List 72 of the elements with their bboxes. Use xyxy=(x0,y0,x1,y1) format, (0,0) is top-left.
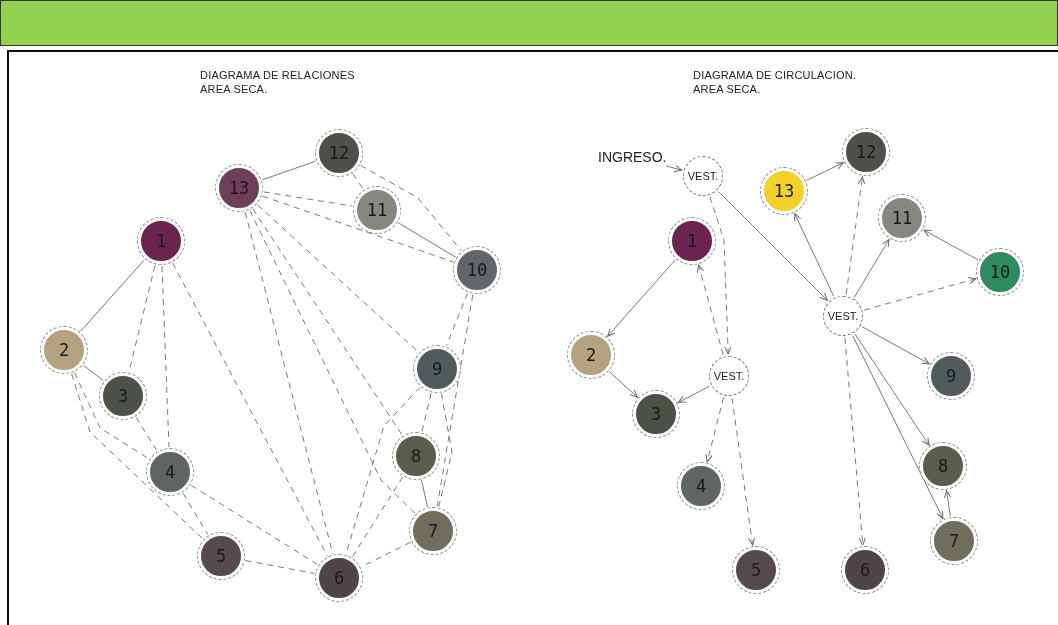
connector-line xyxy=(262,195,454,263)
arrow xyxy=(665,164,683,172)
connector-line xyxy=(257,204,419,353)
arrow xyxy=(923,229,979,261)
vestibule-circle: VEST. xyxy=(709,356,749,396)
room-circle: 4 xyxy=(678,463,724,509)
connector-line xyxy=(190,484,319,566)
vestibule-circle: VEST. xyxy=(683,156,723,196)
arrow xyxy=(853,238,890,298)
room-circle: 10 xyxy=(977,249,1023,295)
room-circle: 1 xyxy=(138,218,184,264)
arrow xyxy=(863,277,977,311)
vestibule-circle: VEST. xyxy=(823,296,863,336)
connector-line xyxy=(249,210,416,514)
connector-line xyxy=(262,160,316,181)
arrow xyxy=(944,490,952,517)
room-circle: 7 xyxy=(931,518,977,564)
arrow xyxy=(845,176,866,295)
room-circle: 1 xyxy=(669,218,715,264)
arrow xyxy=(794,213,835,297)
connector-line xyxy=(172,262,328,557)
connector-line xyxy=(438,393,453,508)
room-circle: 8 xyxy=(393,433,439,479)
diagram-heading: DIAGRAMA DE CIRCULACION. AREA SECA. xyxy=(693,68,858,96)
connector-line xyxy=(71,373,204,540)
connector-line xyxy=(245,560,315,574)
room-circle: 4 xyxy=(147,449,193,495)
room-circle: 10 xyxy=(454,247,500,293)
room-circle: 5 xyxy=(198,533,244,579)
connector-line xyxy=(445,292,469,347)
arrow xyxy=(852,335,944,520)
arrow xyxy=(677,385,710,403)
room-circle: 11 xyxy=(354,187,400,233)
room-circle: 2 xyxy=(568,332,614,378)
arrow xyxy=(718,191,828,301)
arrow xyxy=(607,259,676,337)
room-circle: 13 xyxy=(761,168,807,214)
room-circle: 7 xyxy=(410,508,456,554)
arrow xyxy=(609,371,638,398)
connector-line xyxy=(182,492,209,536)
connector-line xyxy=(351,476,404,558)
arrow xyxy=(861,326,930,365)
connector-line xyxy=(436,294,474,507)
connector-line xyxy=(421,479,428,508)
room-circle: 13 xyxy=(216,165,262,211)
connector-line xyxy=(80,259,145,332)
room-circle: 11 xyxy=(879,195,925,241)
arrow xyxy=(709,196,732,355)
connector-line xyxy=(360,164,462,252)
connector-line xyxy=(135,416,158,452)
room-circle: 3 xyxy=(100,373,146,419)
room-circle: 9 xyxy=(414,346,460,392)
connector-line xyxy=(83,364,104,382)
connector-line xyxy=(421,392,432,433)
arrow xyxy=(696,264,724,356)
room-circle: 3 xyxy=(633,391,679,437)
connector-line xyxy=(74,372,150,460)
entrance-label: INGRESO. xyxy=(598,148,667,166)
room-circle: 8 xyxy=(920,443,966,489)
arrow xyxy=(806,162,844,181)
connector-line xyxy=(252,208,403,436)
connector-line xyxy=(244,211,334,555)
arrow xyxy=(854,333,930,446)
connector-line xyxy=(161,265,170,448)
room-circle: 5 xyxy=(733,547,779,593)
connector-line xyxy=(352,173,364,190)
arrow xyxy=(731,397,756,546)
room-circle: 9 xyxy=(928,353,974,399)
connector-line xyxy=(397,222,457,258)
room-circle: 2 xyxy=(41,327,87,373)
connector-line xyxy=(263,191,353,207)
diagram-heading: DIAGRAMA DE RELACIONES AREA SECA. xyxy=(200,68,356,96)
